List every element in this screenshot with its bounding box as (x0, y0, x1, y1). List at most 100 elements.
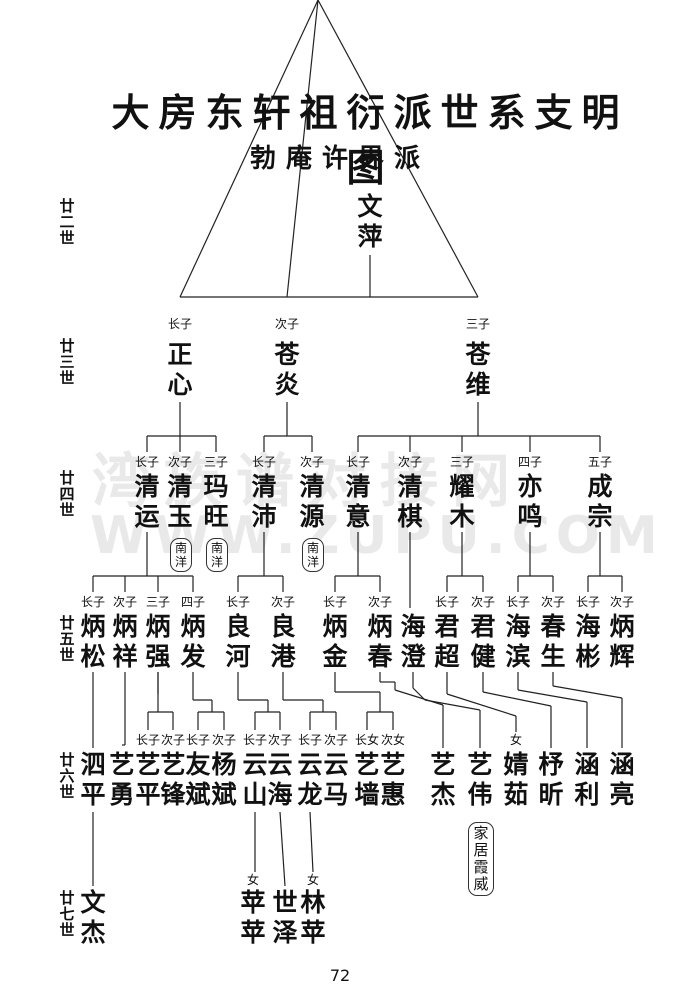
g26-relation-label: 次子 (268, 733, 293, 747)
g24-person-name: 清沛 (251, 472, 277, 531)
g25-relation-label: 长子 (226, 595, 251, 609)
g24-relation-label: 五子 (587, 455, 612, 469)
g26-person-name: 涵亮 (609, 750, 635, 809)
g25-person-name: 炳松 (80, 612, 106, 671)
g24-person-name: 清运 (134, 472, 160, 531)
g26-person-name: 艺平 (135, 750, 161, 809)
connector-line (482, 691, 552, 707)
g26-person-name: 婧茹 (503, 750, 529, 809)
generation-label-26: 廿六世 (59, 751, 75, 801)
g23-relation-label: 长子 (167, 317, 192, 331)
g25-relation-label: 次子 (541, 595, 566, 609)
g26-relation-label: 长子 (136, 733, 161, 747)
g26-person-name: 涵利 (574, 750, 600, 809)
g27-person-name: 林苹 (300, 888, 326, 947)
g22-person-name: 文萍 (357, 192, 383, 251)
page-number: 72 (329, 966, 351, 985)
g25-person-name: 炳春 (367, 612, 393, 671)
g24-relation-label: 次子 (167, 455, 192, 469)
g25-relation-label: 次子 (271, 595, 296, 609)
g26-person-name: 友斌 (185, 750, 211, 809)
g25-person-name: 海澄 (400, 612, 426, 671)
g24-note: 南洋 (170, 538, 192, 572)
g25-relation-label: 次子 (471, 595, 496, 609)
g25-relation-label: 次子 (610, 595, 635, 609)
g27-person-name: 世泽 (272, 888, 298, 947)
g23-person-name: 苍炎 (274, 340, 300, 399)
g24-person-name: 成宗 (587, 472, 613, 531)
g25-person-name: 炳祥 (112, 612, 138, 671)
g25-person-name: 海彬 (575, 612, 601, 671)
g24-note: 南洋 (302, 538, 324, 572)
g26-person-name: 云龙 (297, 750, 323, 809)
chart-title: 大房东轩祖衍派世系支明图 (111, 90, 629, 190)
g26-person-name: 杨斌 (211, 750, 237, 809)
g26-relation-label: 长子 (186, 733, 211, 747)
g25-relation-label: 长子 (81, 595, 106, 609)
g27-relation-label: 女 (306, 873, 319, 887)
g25-relation-label: 长子 (323, 595, 348, 609)
g27-person-name: 苹苹 (240, 888, 266, 947)
g25-person-name: 君超 (434, 612, 460, 671)
connector-line (394, 689, 444, 706)
g25-person-name: 炳辉 (609, 612, 635, 671)
g26-relation-label: 次子 (324, 733, 349, 747)
g25-person-name: 海滨 (505, 612, 531, 671)
g26-person-name: 艺杰 (430, 750, 456, 809)
g26-person-name: 艺墙 (354, 750, 380, 809)
g26-person-name: 艺伟 (467, 750, 493, 809)
g25-person-name: 良河 (225, 612, 251, 671)
connector-line (446, 693, 517, 717)
g24-person-name: 清棋 (397, 472, 423, 531)
g24-relation-label: 四子 (517, 455, 542, 469)
connector-line (317, 0, 479, 298)
g25-relation-label: 长子 (506, 595, 531, 609)
g26-person-name: 云海 (267, 750, 293, 809)
g24-relation-label: 长子 (345, 455, 370, 469)
g25-relation-label: 长子 (435, 595, 460, 609)
g25-person-name: 炳强 (145, 612, 171, 671)
g24-person-name: 清玉 (167, 472, 193, 531)
connector-line (286, 0, 319, 298)
g23-person-name: 正心 (167, 340, 193, 399)
g24-relation-label: 次子 (397, 455, 422, 469)
g24-person-name: 玛旺 (203, 472, 229, 531)
connector-line (552, 685, 623, 699)
g26-person-name: 艺锋 (160, 750, 186, 809)
g26-relation-label: 长子 (243, 733, 268, 747)
chart-subtitle: 勃庵许界派 (249, 144, 430, 174)
g25-person-name: 春生 (540, 612, 566, 671)
g24-note: 南洋 (206, 538, 228, 572)
g26-relation-label: 次女 (381, 733, 406, 747)
g24-relation-label: 三子 (203, 455, 228, 469)
g27-relation-label: 女 (246, 873, 259, 887)
g26-relation-label: 次子 (212, 733, 237, 747)
g25-person-name: 炳发 (180, 612, 206, 671)
g25-relation-label: 长子 (576, 595, 601, 609)
g25-relation-label: 四子 (181, 595, 206, 609)
generation-label-23: 廿三世 (59, 337, 75, 387)
g23-relation-label: 次子 (274, 317, 299, 331)
connector-line (279, 811, 286, 887)
g26-person-name: 云山 (242, 750, 268, 809)
g24-relation-label: 三子 (449, 455, 474, 469)
g23-person-name: 苍维 (465, 340, 491, 399)
g25-person-name: 良港 (270, 612, 296, 671)
connector-line (517, 689, 588, 703)
g26-person-name: 杼昕 (538, 750, 564, 809)
g24-person-name: 亦鸣 (517, 472, 543, 531)
g24-person-name: 清意 (345, 472, 371, 531)
generation-label-27: 廿七世 (59, 889, 75, 939)
g24-relation-label: 次子 (299, 455, 324, 469)
g26-person-name: 艺勇 (109, 750, 135, 809)
generation-label-24: 廿四世 (59, 469, 75, 519)
watermark-line1: 湾族谱对接网 (92, 447, 525, 515)
connector-line (424, 699, 481, 711)
g24-person-name: 耀木 (449, 472, 475, 531)
generation-label-22: 廿二世 (59, 197, 75, 247)
g27-person-name: 文杰 (80, 888, 106, 947)
g25-person-name: 君健 (470, 612, 496, 671)
g25-person-name: 炳金 (322, 612, 348, 671)
g26-note: 家居霞威 (468, 822, 494, 896)
